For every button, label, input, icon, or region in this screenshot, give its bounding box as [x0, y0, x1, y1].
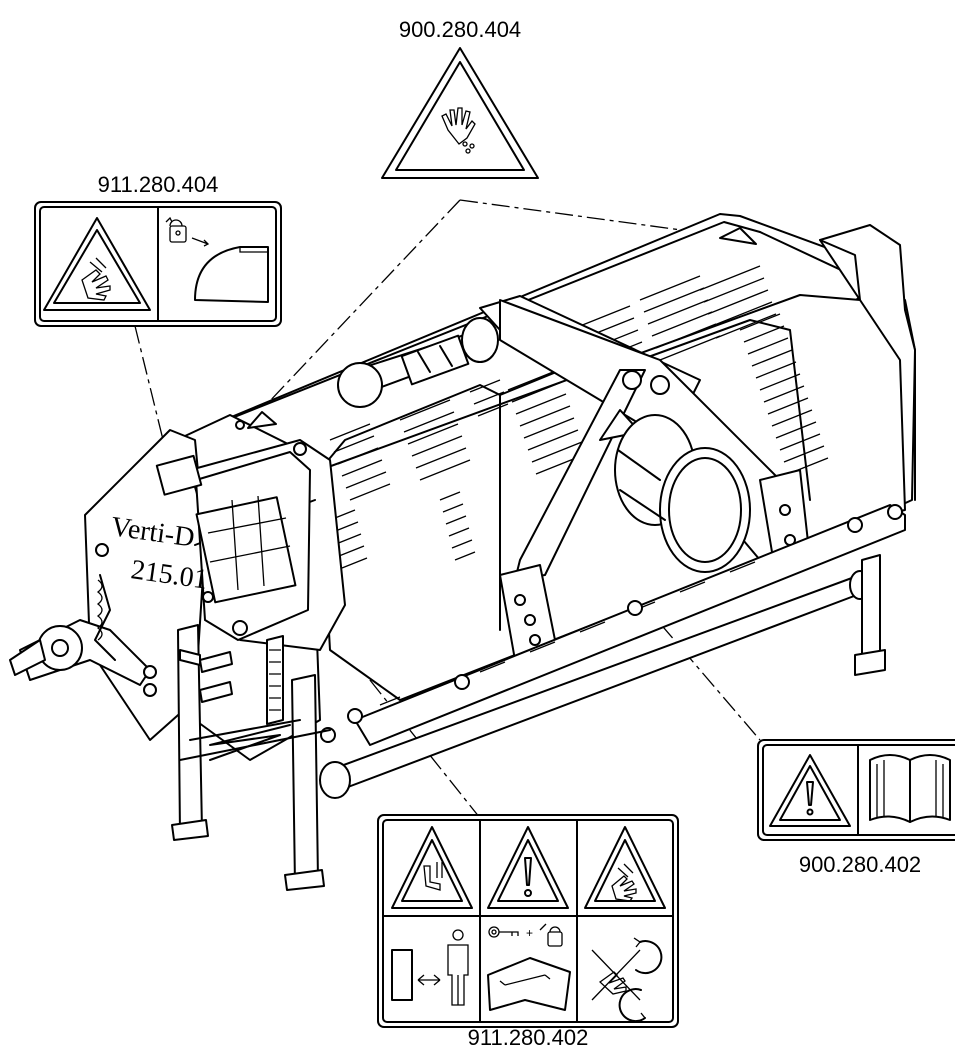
exclamation-warning-icon-2 — [487, 826, 569, 909]
front-linkage — [9, 574, 248, 703]
decal-911-280-402: + 911.280.402 — [377, 814, 679, 1050]
label-upper-left: 911.280.404 — [98, 172, 219, 197]
key-tools-manual-icon: + — [487, 923, 571, 1011]
padlock-guard-icon — [165, 216, 269, 303]
depth-gauge — [266, 635, 284, 725]
foot-hazard-warning-icon — [391, 826, 473, 909]
aerator-machine: Verti-D 215.01 — [9, 213, 916, 891]
pto-housing — [614, 414, 751, 573]
hand-crush-warning-icon — [43, 217, 151, 311]
manual-book-icon — [869, 754, 951, 823]
cover-warning-decal-right — [719, 227, 757, 245]
front-stands — [171, 624, 331, 891]
top-roller — [337, 317, 499, 408]
exclamation-warning-icon — [769, 754, 851, 827]
triangle-outer — [381, 47, 539, 179]
label-top: 900.280.404 — [399, 17, 521, 42]
hand-warning-triangle-icon — [441, 107, 476, 154]
label-bottom: 911.280.402 — [468, 1025, 589, 1050]
keep-distance-person-icon — [391, 929, 469, 1006]
svg-text:+: + — [526, 926, 533, 940]
no-hands-rotating-icon — [591, 937, 663, 1023]
lower-frame — [319, 504, 906, 799]
label-right: 900.280.402 — [799, 852, 921, 877]
cover-warning-decal-left — [247, 411, 277, 429]
decal-911-280-404: 911.280.404 — [34, 172, 282, 327]
decal-900-280-402: 900.280.402 — [757, 739, 955, 877]
hand-crush-warning-icon-2 — [584, 826, 666, 909]
right-stand — [854, 554, 886, 676]
decal-900-280-404: 900.280.404 — [381, 17, 539, 179]
